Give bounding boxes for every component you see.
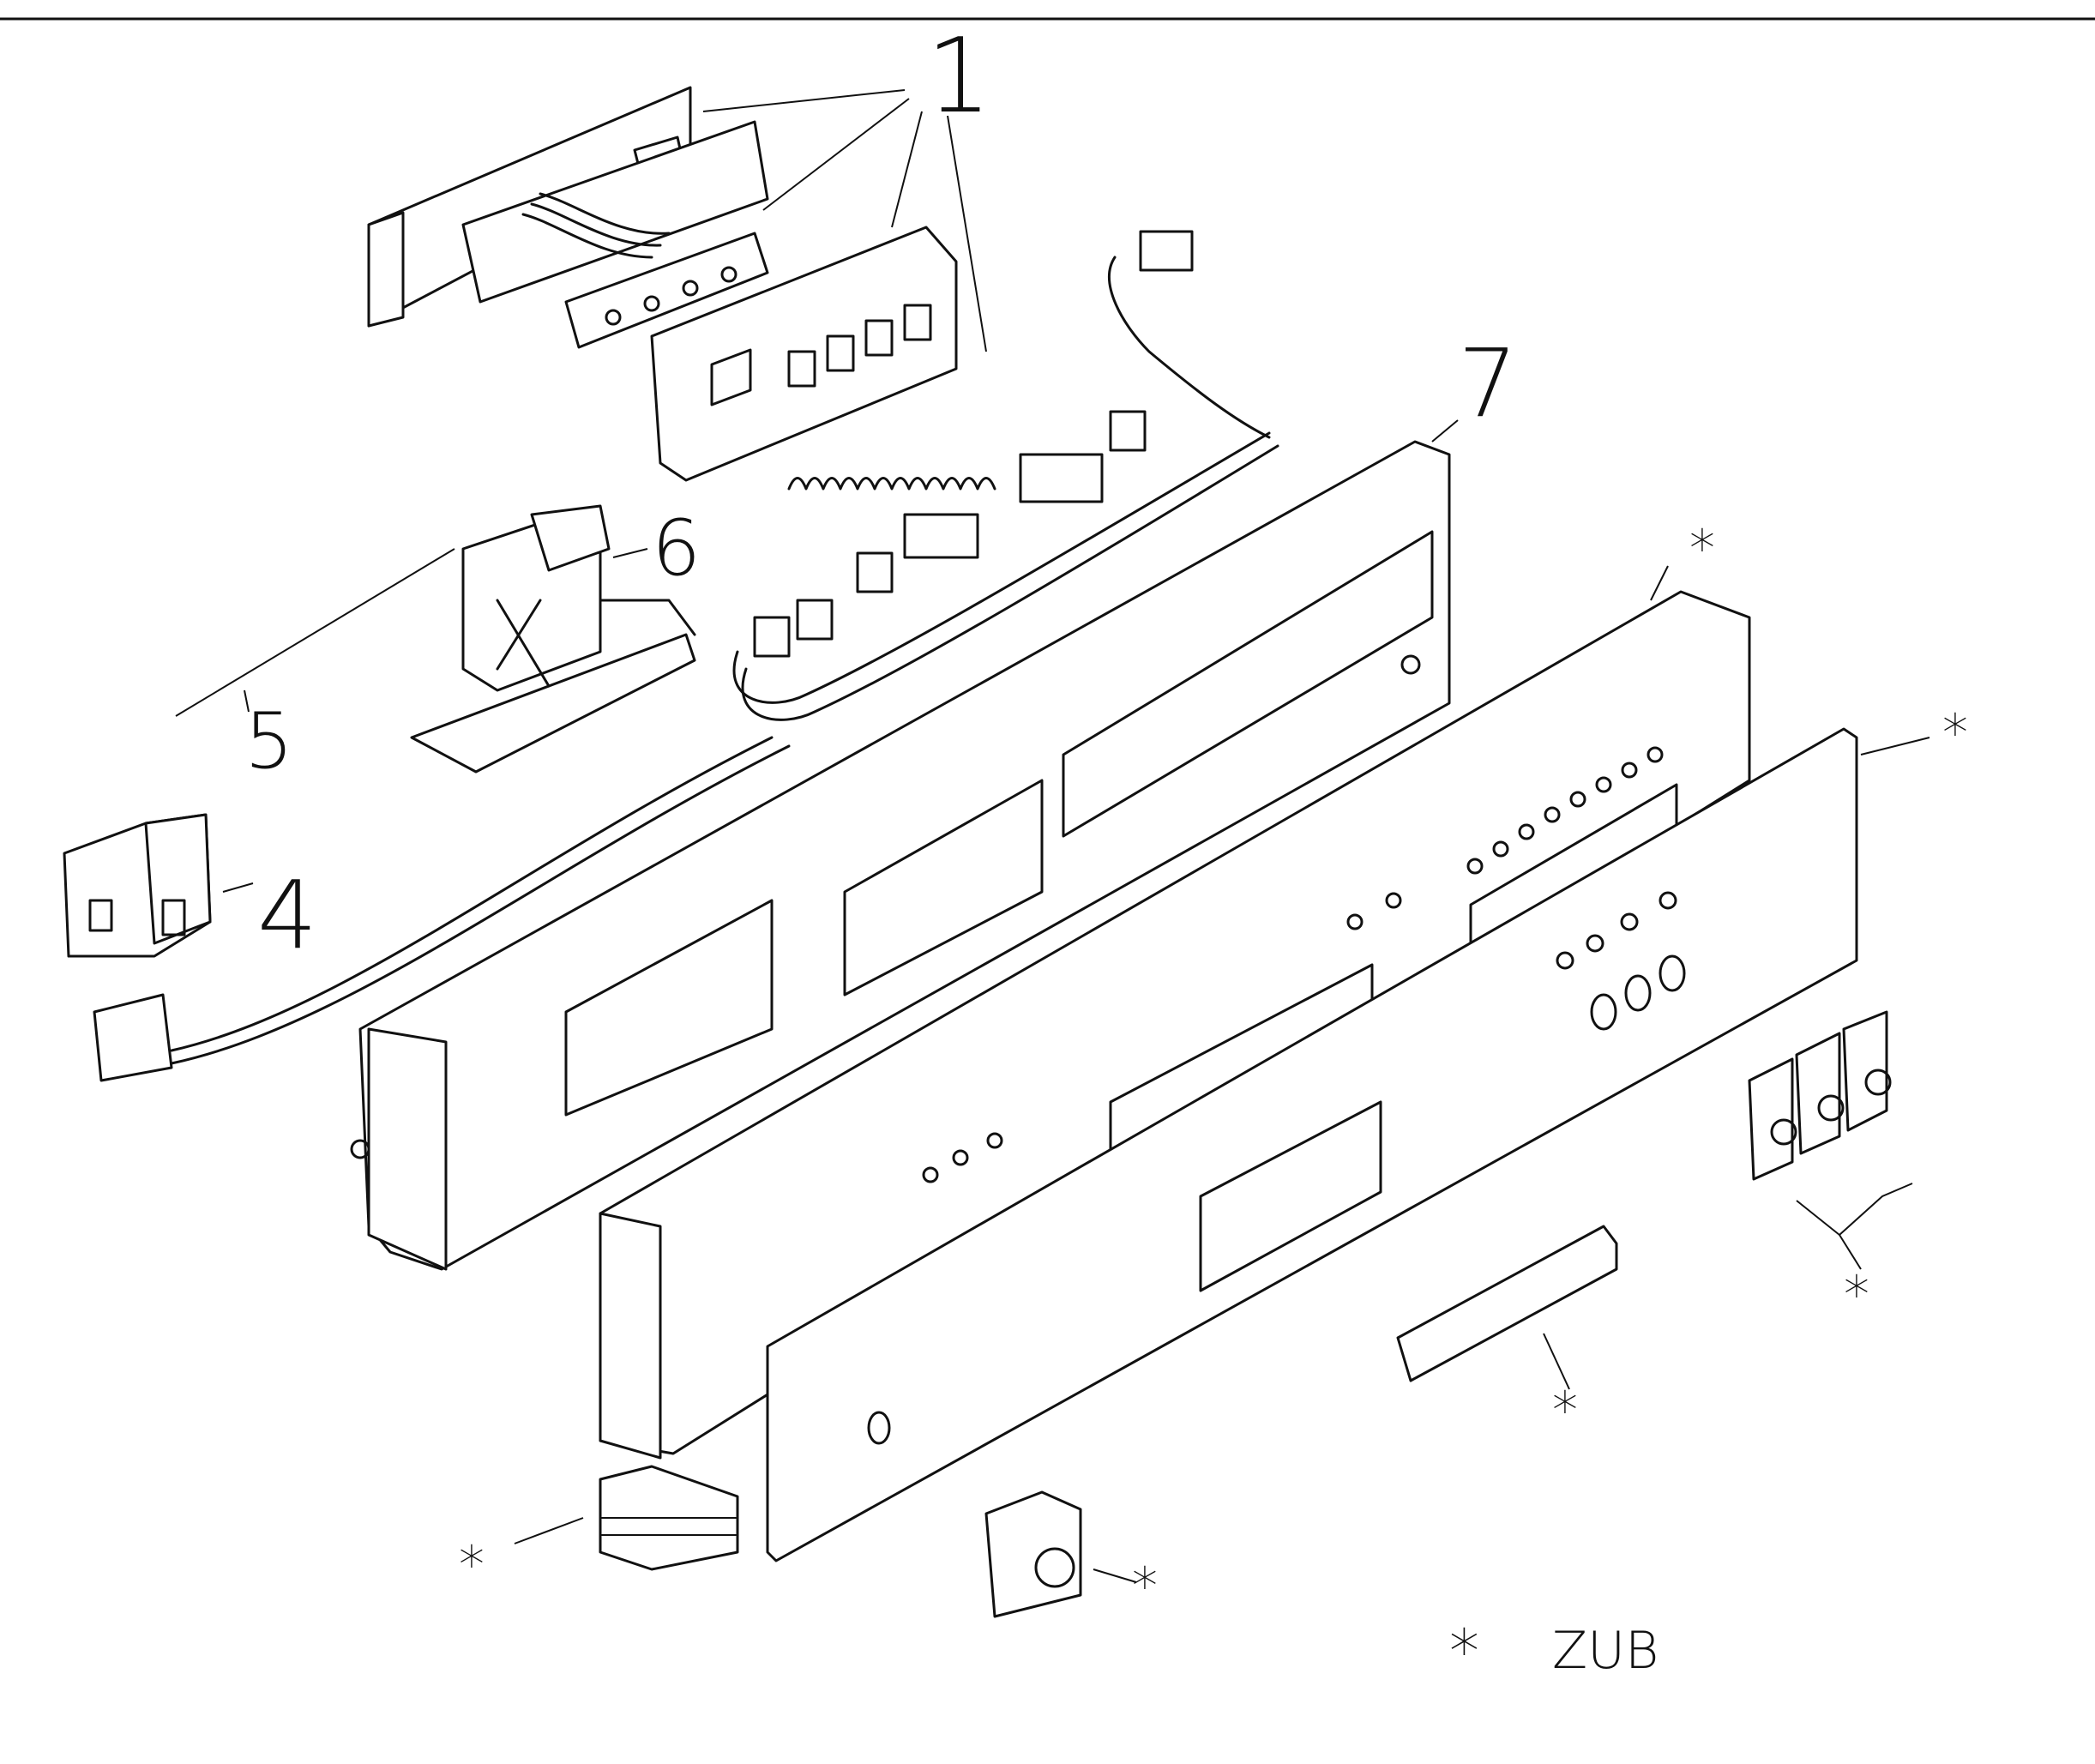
part-5-leader: [175, 548, 455, 717]
accessory-front-fascia: [766, 727, 1930, 1562]
part-7-panel-frame: [350, 230, 1459, 1271]
part-6-door-lock: [410, 504, 696, 774]
accessory-push-buttons: [1748, 1010, 1913, 1270]
legend: * ZUB: [1449, 1616, 1659, 1687]
callout-part-1: 1: [926, 17, 991, 136]
legend-text: ZUB: [1552, 1621, 1659, 1681]
accessory-knob: [984, 1490, 1137, 1618]
callout-part-7: 7: [1458, 328, 1518, 438]
accessory-mark-push-buttons: *: [1844, 1265, 1869, 1325]
part-1-electronics-assembly: [367, 86, 996, 491]
panel-indicator-row: [1466, 746, 1664, 875]
part-4-switch: [63, 736, 791, 1082]
accessory-mark-outer-panel: *: [1689, 519, 1715, 579]
callout-part-6: 6: [652, 503, 701, 593]
accessory-mark-spacers: *: [459, 1535, 485, 1595]
accessory-mark-knob: *: [1132, 1556, 1158, 1616]
legend-symbol: *: [1449, 1616, 1479, 1687]
callout-part-4: 4: [257, 860, 317, 970]
accessory-trim-strip: [1396, 1225, 1618, 1390]
accessory-outer-panel: [599, 565, 1751, 1460]
accessory-spacers: [514, 1465, 739, 1571]
accessory-mark-trim-strip: *: [1552, 1381, 1578, 1441]
callout-part-5: 5: [244, 696, 293, 786]
accessory-mark-front-fascia: *: [1942, 703, 1968, 763]
